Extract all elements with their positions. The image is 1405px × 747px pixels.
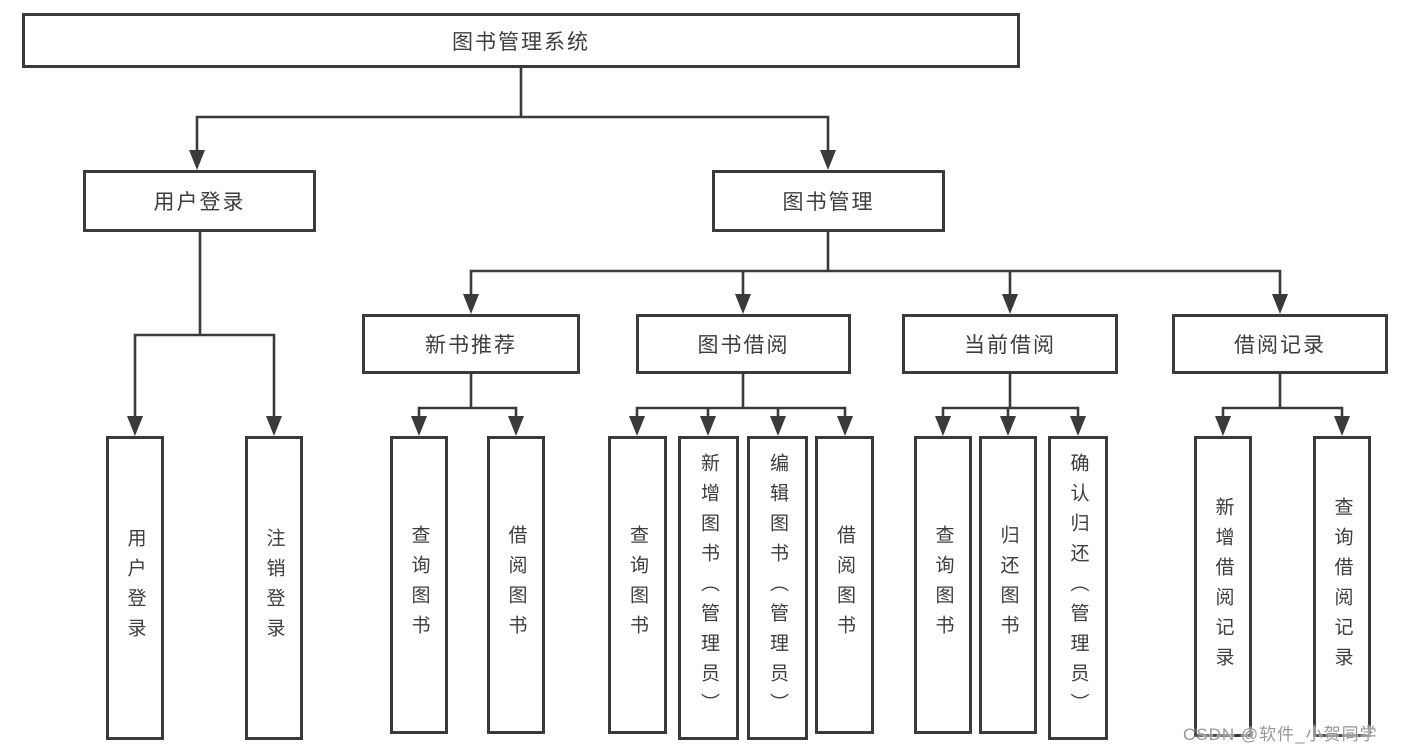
node-label: 编辑图书（管理员） xyxy=(767,453,788,723)
node-borrowing-records: 借阅记录 xyxy=(1172,314,1388,374)
leaf-borrow-books-recommend: 借阅图书 xyxy=(487,436,545,734)
node-user-login: 用户登录 xyxy=(83,170,316,232)
connector-borrow xyxy=(635,372,847,422)
leaf-query-borrow-record: 查询借阅记录 xyxy=(1313,436,1371,737)
node-label: 用户登录 xyxy=(124,528,146,648)
node-label: 借阅图书 xyxy=(834,525,855,645)
node-label: 当前借阅 xyxy=(964,334,1056,357)
arrowheads xyxy=(127,150,1350,436)
connector-records xyxy=(1221,372,1344,422)
node-label: 图书管理 xyxy=(782,191,875,214)
node-book-borrowing: 图书借阅 xyxy=(636,314,851,374)
node-label: 确认归还（管理员） xyxy=(1067,453,1089,723)
node-library-management-system: 图书管理系统 xyxy=(22,13,1020,68)
connector-new-book xyxy=(417,372,518,422)
connector-current xyxy=(941,372,1080,422)
node-current-borrowing: 当前借阅 xyxy=(902,314,1118,374)
csdn-watermark: CSDN @软件_小贺同学 xyxy=(1183,725,1378,744)
node-label: 归还图书 xyxy=(997,525,1019,645)
node-label: 查询借阅记录 xyxy=(1331,496,1353,677)
node-label: 借阅图书 xyxy=(505,525,527,645)
leaf-user-login: 用户登录 xyxy=(106,436,164,740)
node-label: 借阅记录 xyxy=(1234,334,1326,357)
node-label: 图书管理系统 xyxy=(452,30,590,54)
leaf-logout: 注销登录 xyxy=(245,436,303,740)
leaf-add-borrow-record: 新增借阅记录 xyxy=(1194,436,1252,737)
leaf-return-books: 归还图书 xyxy=(979,436,1037,734)
connector-root xyxy=(195,67,830,154)
leaf-confirm-return-admin: 确认归还（管理员） xyxy=(1048,436,1108,740)
node-book-management: 图书管理 xyxy=(712,170,945,232)
node-label: 新增借阅记录 xyxy=(1212,496,1234,677)
leaf-borrow-books: 借阅图书 xyxy=(815,436,874,734)
node-label: 查询图书 xyxy=(627,525,648,645)
node-label: 注销登录 xyxy=(263,528,285,648)
connector-user-login xyxy=(133,230,276,422)
leaf-query-books-recommend: 查询图书 xyxy=(390,436,448,734)
node-label: 用户登录 xyxy=(153,191,246,214)
node-label: 查询图书 xyxy=(932,525,954,645)
node-label: 查询图书 xyxy=(408,525,430,645)
node-label: 新增图书（管理员） xyxy=(698,453,719,723)
node-label: 新书推荐 xyxy=(425,334,517,357)
leaf-query-books-current: 查询图书 xyxy=(914,436,972,734)
node-new-book-recommend: 新书推荐 xyxy=(362,314,580,374)
node-label: 图书借阅 xyxy=(697,334,790,357)
leaf-query-books-borrow: 查询图书 xyxy=(608,436,667,734)
leaf-add-books-admin: 新增图书（管理员） xyxy=(678,436,739,740)
connector-book-management xyxy=(469,231,1282,300)
leaf-edit-books-admin: 编辑图书（管理员） xyxy=(747,436,808,740)
